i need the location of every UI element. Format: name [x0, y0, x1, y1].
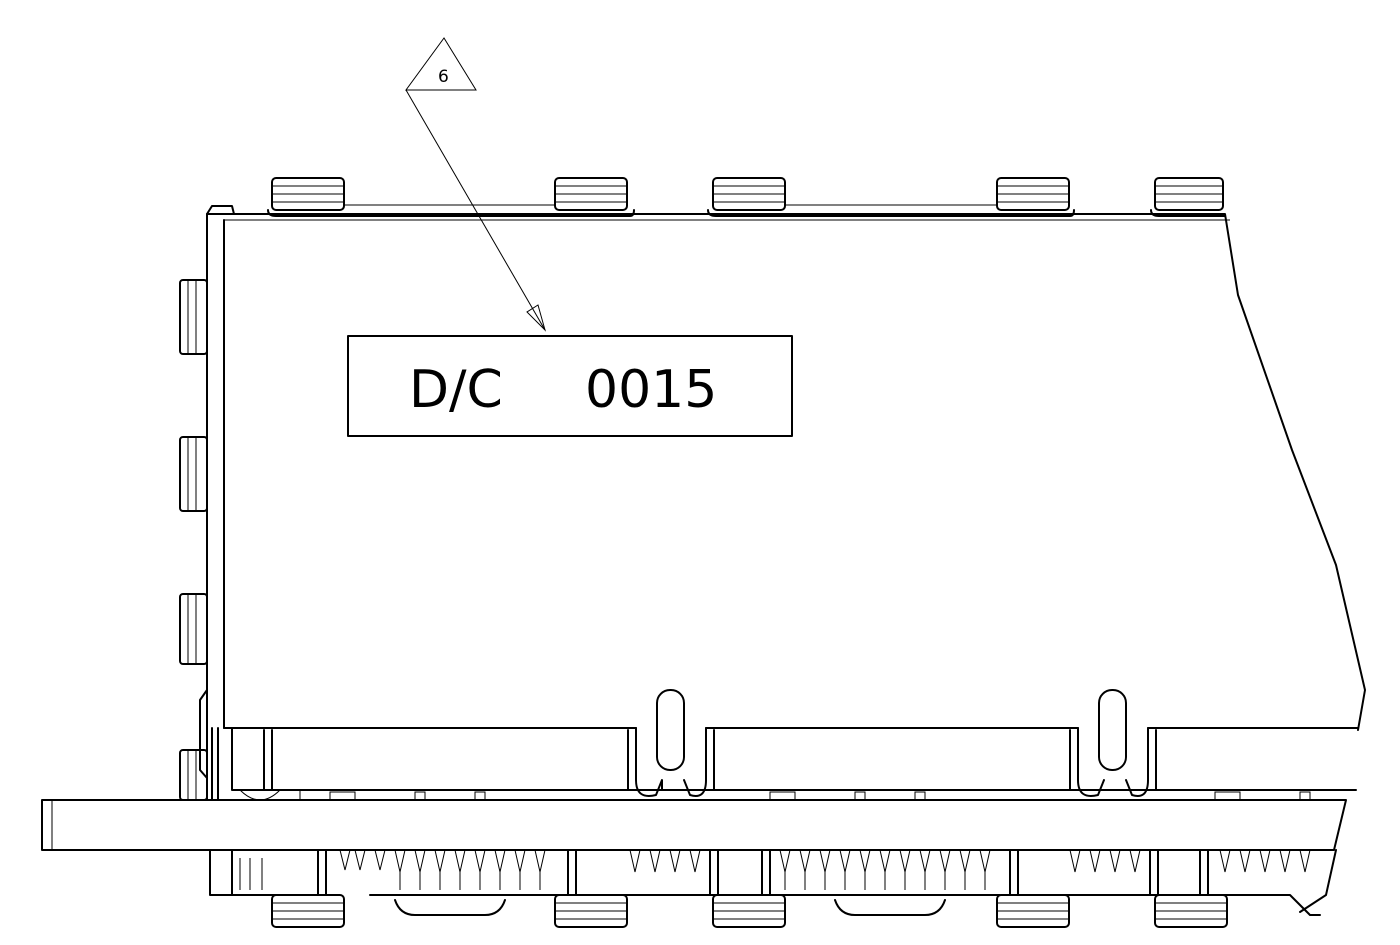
- callout-leader: [405, 89, 546, 332]
- side-tabs: [179, 279, 219, 801]
- housing-body: [206, 205, 1366, 801]
- circuit-board: [41, 799, 1347, 851]
- bottom-frame: [231, 689, 1357, 801]
- marking-text: D/C: [409, 360, 503, 420]
- top-tabs: [267, 177, 1226, 217]
- callout-number: 6: [438, 67, 449, 87]
- contact-pins: [209, 849, 1337, 928]
- marking-code: 0015: [585, 360, 717, 420]
- marking-label-box: [347, 335, 793, 437]
- callout-triangle-icon: [405, 37, 477, 91]
